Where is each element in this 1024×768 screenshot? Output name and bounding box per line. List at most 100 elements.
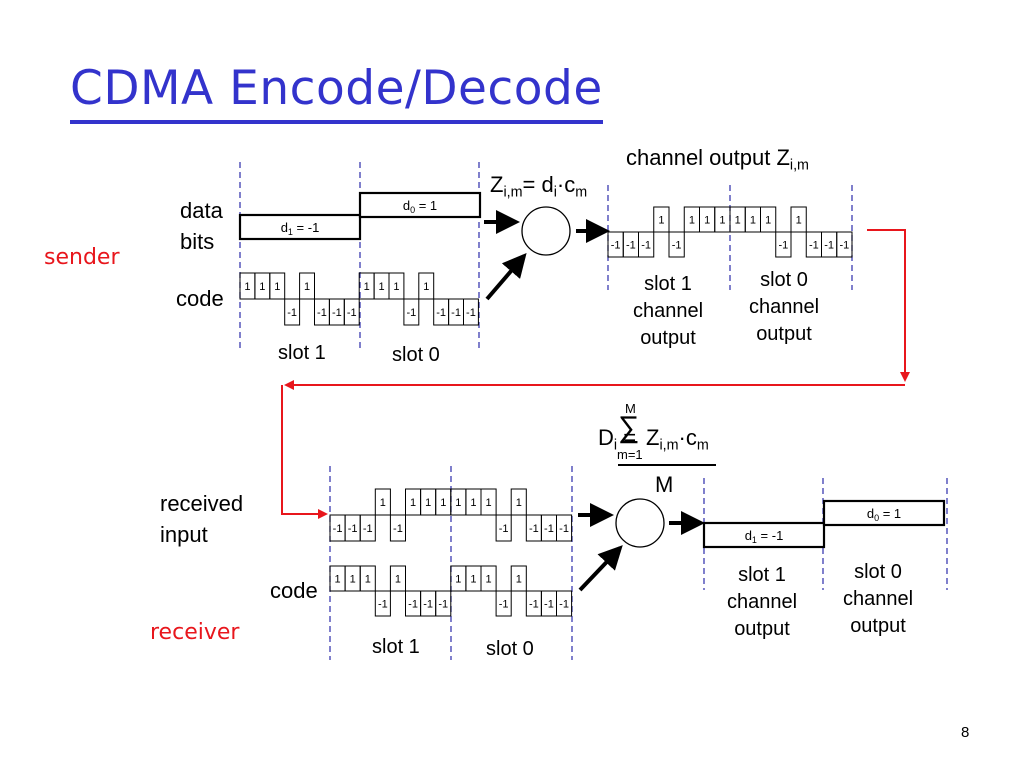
chip-value: -1 (436, 307, 446, 319)
channel-title-sub: i,m (789, 157, 809, 174)
chip-box (389, 565, 406, 592)
sum-upper-limit: M (625, 401, 636, 416)
channel-slot0-label: slot 0 channel output (734, 267, 834, 348)
receiver-slot0-label: slot 0 (486, 638, 534, 660)
chip-box (495, 590, 512, 617)
chip-box (284, 298, 301, 326)
chip-value: 1 (423, 281, 429, 293)
chip-value: 1 (719, 215, 725, 227)
chip-box (374, 590, 391, 617)
chip-value: -1 (393, 523, 403, 535)
chip-value: -1 (317, 307, 327, 319)
chip-value: -1 (333, 523, 343, 535)
receiver-slot1-label: slot 1 (372, 636, 420, 658)
chip-box (359, 565, 376, 592)
decoded-slot1-line3: output (734, 618, 790, 640)
chip-value: 1 (455, 574, 461, 586)
chip-value: 1 (735, 215, 741, 227)
decoded-slot0-line2: channel (842, 588, 914, 610)
chip-value: -1 (363, 523, 373, 535)
chip-value: 1 (365, 574, 371, 586)
chip-value: -1 (544, 599, 554, 611)
channel-flow-path-lower (281, 385, 328, 519)
chip-value: 1 (395, 574, 401, 586)
chip-value: 1 (689, 215, 695, 227)
chip-value: 1 (425, 497, 431, 509)
chip-value: 1 (410, 497, 416, 509)
chip-value: -1 (451, 307, 461, 319)
chip-value: 1 (658, 215, 664, 227)
chip-box (359, 514, 376, 542)
receiver-label: receiver (150, 620, 240, 645)
decoded-slot0-line1: slot 0 (854, 561, 902, 583)
channel-flow-path-upper (867, 229, 910, 382)
chip-value: 1 (350, 574, 356, 586)
chip-box (760, 206, 777, 233)
data-bit-box (358, 191, 482, 219)
channel-slot1-line1: slot 1 (644, 273, 692, 295)
chip-value: -1 (423, 599, 433, 611)
code-to-mixer-arrow (485, 252, 527, 301)
formula-c-sub: m (696, 437, 709, 454)
decoded-slot1-label: slot 1 channel output (712, 562, 812, 643)
chip-value: 1 (440, 497, 446, 509)
formula-z-sub: i,m (503, 184, 523, 201)
chip-box (269, 272, 286, 300)
data-bits-label-line2: bits (180, 229, 215, 254)
data-bit-sub: 1 (752, 535, 757, 545)
slide-title: CDMA Encode/Decode (70, 62, 603, 124)
chip-value: -1 (824, 240, 834, 252)
chip-box (638, 231, 655, 258)
sender-data-bits: d1 = -1d0 = 1 (238, 191, 482, 241)
data-bit-box (822, 499, 946, 527)
sum-lower-limit: m=1 (617, 447, 643, 462)
formula-z: Z (490, 172, 504, 197)
channel-slot0-line3: output (756, 323, 812, 345)
chip-value: -1 (559, 599, 569, 611)
formula-eq: = d (522, 172, 554, 197)
data-bit-label: d1 = -1 (281, 220, 320, 237)
data-bit-box (702, 521, 826, 549)
chip-value: 1 (516, 574, 522, 586)
chip-value: 1 (796, 215, 802, 227)
data-bit-value: = -1 (293, 220, 319, 235)
sender-slot1-label: slot 1 (278, 342, 326, 364)
chip-box (510, 488, 527, 516)
channel-slot1-line2: channel (632, 300, 704, 322)
chip-box (480, 565, 497, 592)
data-bit-value: = -1 (757, 528, 783, 543)
chip-value: -1 (287, 307, 297, 319)
chip-box (668, 231, 685, 258)
chip-value: 1 (470, 574, 476, 586)
decoded-slot0-line3: output (850, 615, 906, 637)
chip-value: -1 (466, 307, 476, 319)
chip-box (299, 272, 316, 300)
chip-value: -1 (626, 240, 636, 252)
chip-value: -1 (529, 523, 539, 535)
chip-box (480, 488, 497, 516)
channel-title-text: channel output Z (626, 145, 790, 170)
decode-formula-lhs: Di = (598, 425, 636, 452)
chip-value: 1 (259, 281, 265, 293)
chip-value: -1 (641, 240, 651, 252)
code-to-receiver-mixer-arrow (578, 545, 623, 592)
chip-value: -1 (347, 307, 357, 319)
chip-value: 1 (380, 497, 386, 509)
chip-box (556, 514, 573, 542)
sender-label: sender (44, 245, 120, 270)
data-bit-label: d1 = -1 (745, 528, 784, 545)
chip-box (403, 298, 420, 326)
chip-value: 1 (393, 281, 399, 293)
chip-value: 1 (364, 281, 370, 293)
chip-value: 1 (334, 574, 340, 586)
decoded-slot0-label: slot 0 channel output (828, 559, 928, 640)
encode-formula: Zi,m= di·cm (490, 172, 587, 201)
chip-box (653, 206, 670, 233)
chip-value: -1 (559, 523, 569, 535)
